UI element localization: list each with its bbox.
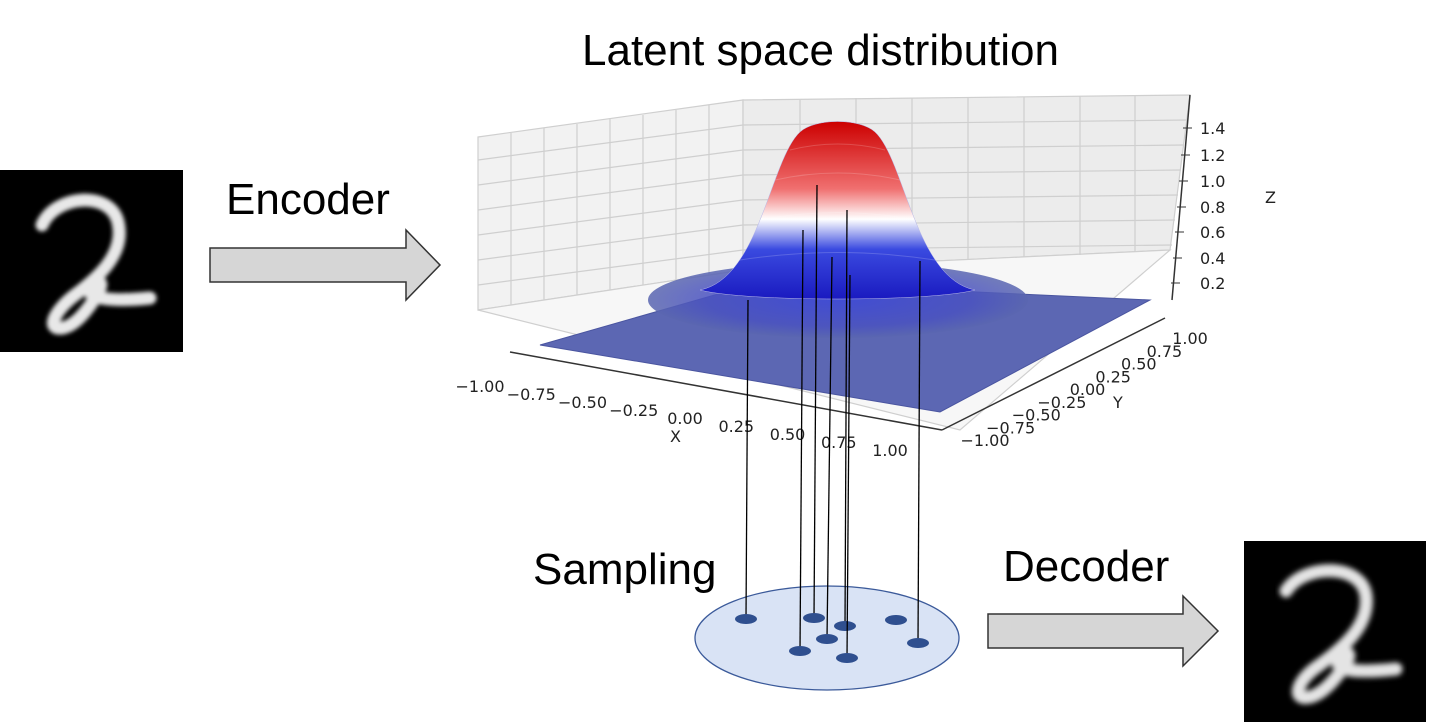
sample-dot — [885, 615, 907, 625]
sample-line — [799, 229, 804, 652]
x-tick-label: −0.50 — [558, 393, 607, 412]
z-tick-label: 0.6 — [1200, 223, 1225, 242]
y-tick-label: 0.00 — [1070, 380, 1106, 399]
sample-line — [846, 274, 851, 659]
x-tick-label: −0.25 — [609, 401, 658, 420]
decoder-label: Decoder — [1003, 542, 1170, 591]
z-tick-label: 1.4 — [1200, 119, 1225, 138]
y-tick-label: −0.50 — [1012, 406, 1061, 425]
input-digit-image — [0, 170, 183, 352]
y-tick-label: 0.50 — [1121, 355, 1157, 374]
output-digit-image — [1244, 541, 1426, 722]
sample-dot — [834, 621, 856, 631]
z-tick-label: 0.8 — [1200, 198, 1225, 217]
encoder-arrow — [209, 228, 442, 302]
y-tick-label: −0.75 — [986, 418, 1035, 437]
y-tick-label: 0.75 — [1147, 342, 1183, 361]
x-axis: −1.00−0.75−0.50−0.25 0.00 0.25 0.50 0.75 1.00… — [455, 351, 943, 460]
sample-line — [917, 260, 921, 644]
x-tick-label: 0.25 — [718, 417, 754, 436]
x-tick-label: 0.00 — [667, 409, 703, 428]
x-tick-label: −0.75 — [507, 385, 556, 404]
encoder-label: Encoder — [226, 175, 390, 224]
y-tick-label: −1.00 — [960, 431, 1009, 450]
x-tick-label: −1.00 — [455, 377, 504, 396]
sample-line — [826, 256, 833, 640]
x-tick-label: 0.75 — [821, 433, 857, 452]
x-tick-label: 1.00 — [872, 441, 908, 460]
y-tick-label: −0.25 — [1037, 393, 1086, 412]
sample-line — [745, 299, 749, 620]
sample-line — [813, 184, 818, 619]
sample-dot — [789, 646, 811, 656]
gaussian-surface — [539, 121, 1152, 413]
z-tick-label: 1.0 — [1200, 172, 1225, 191]
z-tick-label: 0.2 — [1200, 274, 1225, 293]
sample-points — [735, 184, 929, 663]
z-tick-label: 1.2 — [1200, 146, 1225, 165]
sample-dot — [907, 638, 929, 648]
sample-line — [844, 209, 848, 627]
sample-dot — [816, 634, 838, 644]
y-axis: −1.00−0.75−0.50−0.250.000.250.500.751.00… — [941, 317, 1208, 450]
x-tick-label: 0.50 — [770, 425, 806, 444]
z-tick-label: 0.4 — [1200, 249, 1225, 268]
x-axis-label: X — [670, 427, 681, 446]
y-tick-label: 0.25 — [1095, 367, 1131, 386]
digit-two-icon — [35, 193, 157, 335]
sample-dot — [735, 614, 757, 624]
z-axis: 0.2 0.4 0.6 0.8 1.0 1.2 1.4 Z — [1171, 94, 1276, 301]
diagram-title: Latent space distribution — [582, 26, 1059, 75]
sampling-label: Sampling — [533, 545, 717, 594]
decoder-arrow — [987, 594, 1220, 668]
z-axis-label: Z — [1265, 188, 1276, 207]
sample-dot — [836, 653, 858, 663]
y-tick-label: 1.00 — [1172, 329, 1208, 348]
sample-dot — [803, 613, 825, 623]
y-axis-label: Y — [1112, 393, 1123, 412]
digit-two-icon — [1279, 564, 1403, 704]
